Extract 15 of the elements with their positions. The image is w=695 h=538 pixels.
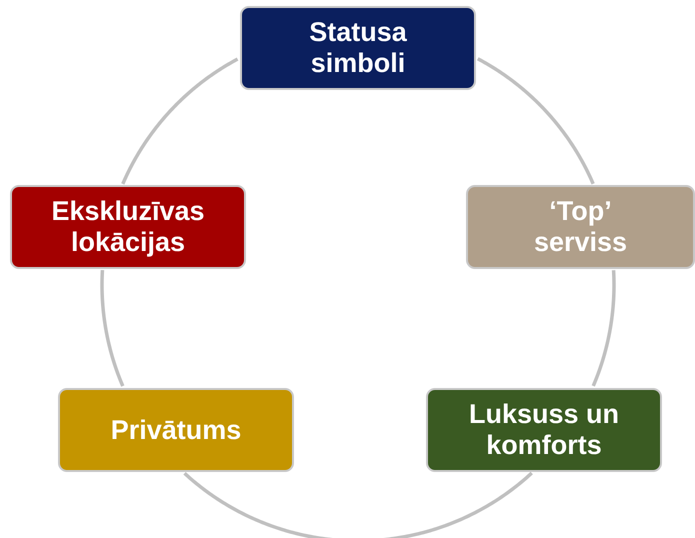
box-label: Luksuss un komforts	[468, 399, 620, 461]
connector-arc	[100, 269, 124, 387]
box-label: ‘Top’ serviss	[532, 196, 628, 258]
connector-arc	[592, 270, 616, 387]
category-box	[58, 388, 294, 472]
connector-arc	[183, 472, 533, 538]
box-label: Privātums	[110, 414, 242, 446]
category-box	[426, 388, 662, 472]
connector-arc	[476, 57, 595, 185]
box-label: Ekskluzīvas lokācijas	[51, 196, 205, 258]
category-box	[240, 6, 476, 90]
connector-arc	[121, 58, 238, 185]
box-label: Statusa simboli	[308, 17, 408, 79]
category-box	[466, 185, 695, 269]
category-box	[10, 185, 246, 269]
